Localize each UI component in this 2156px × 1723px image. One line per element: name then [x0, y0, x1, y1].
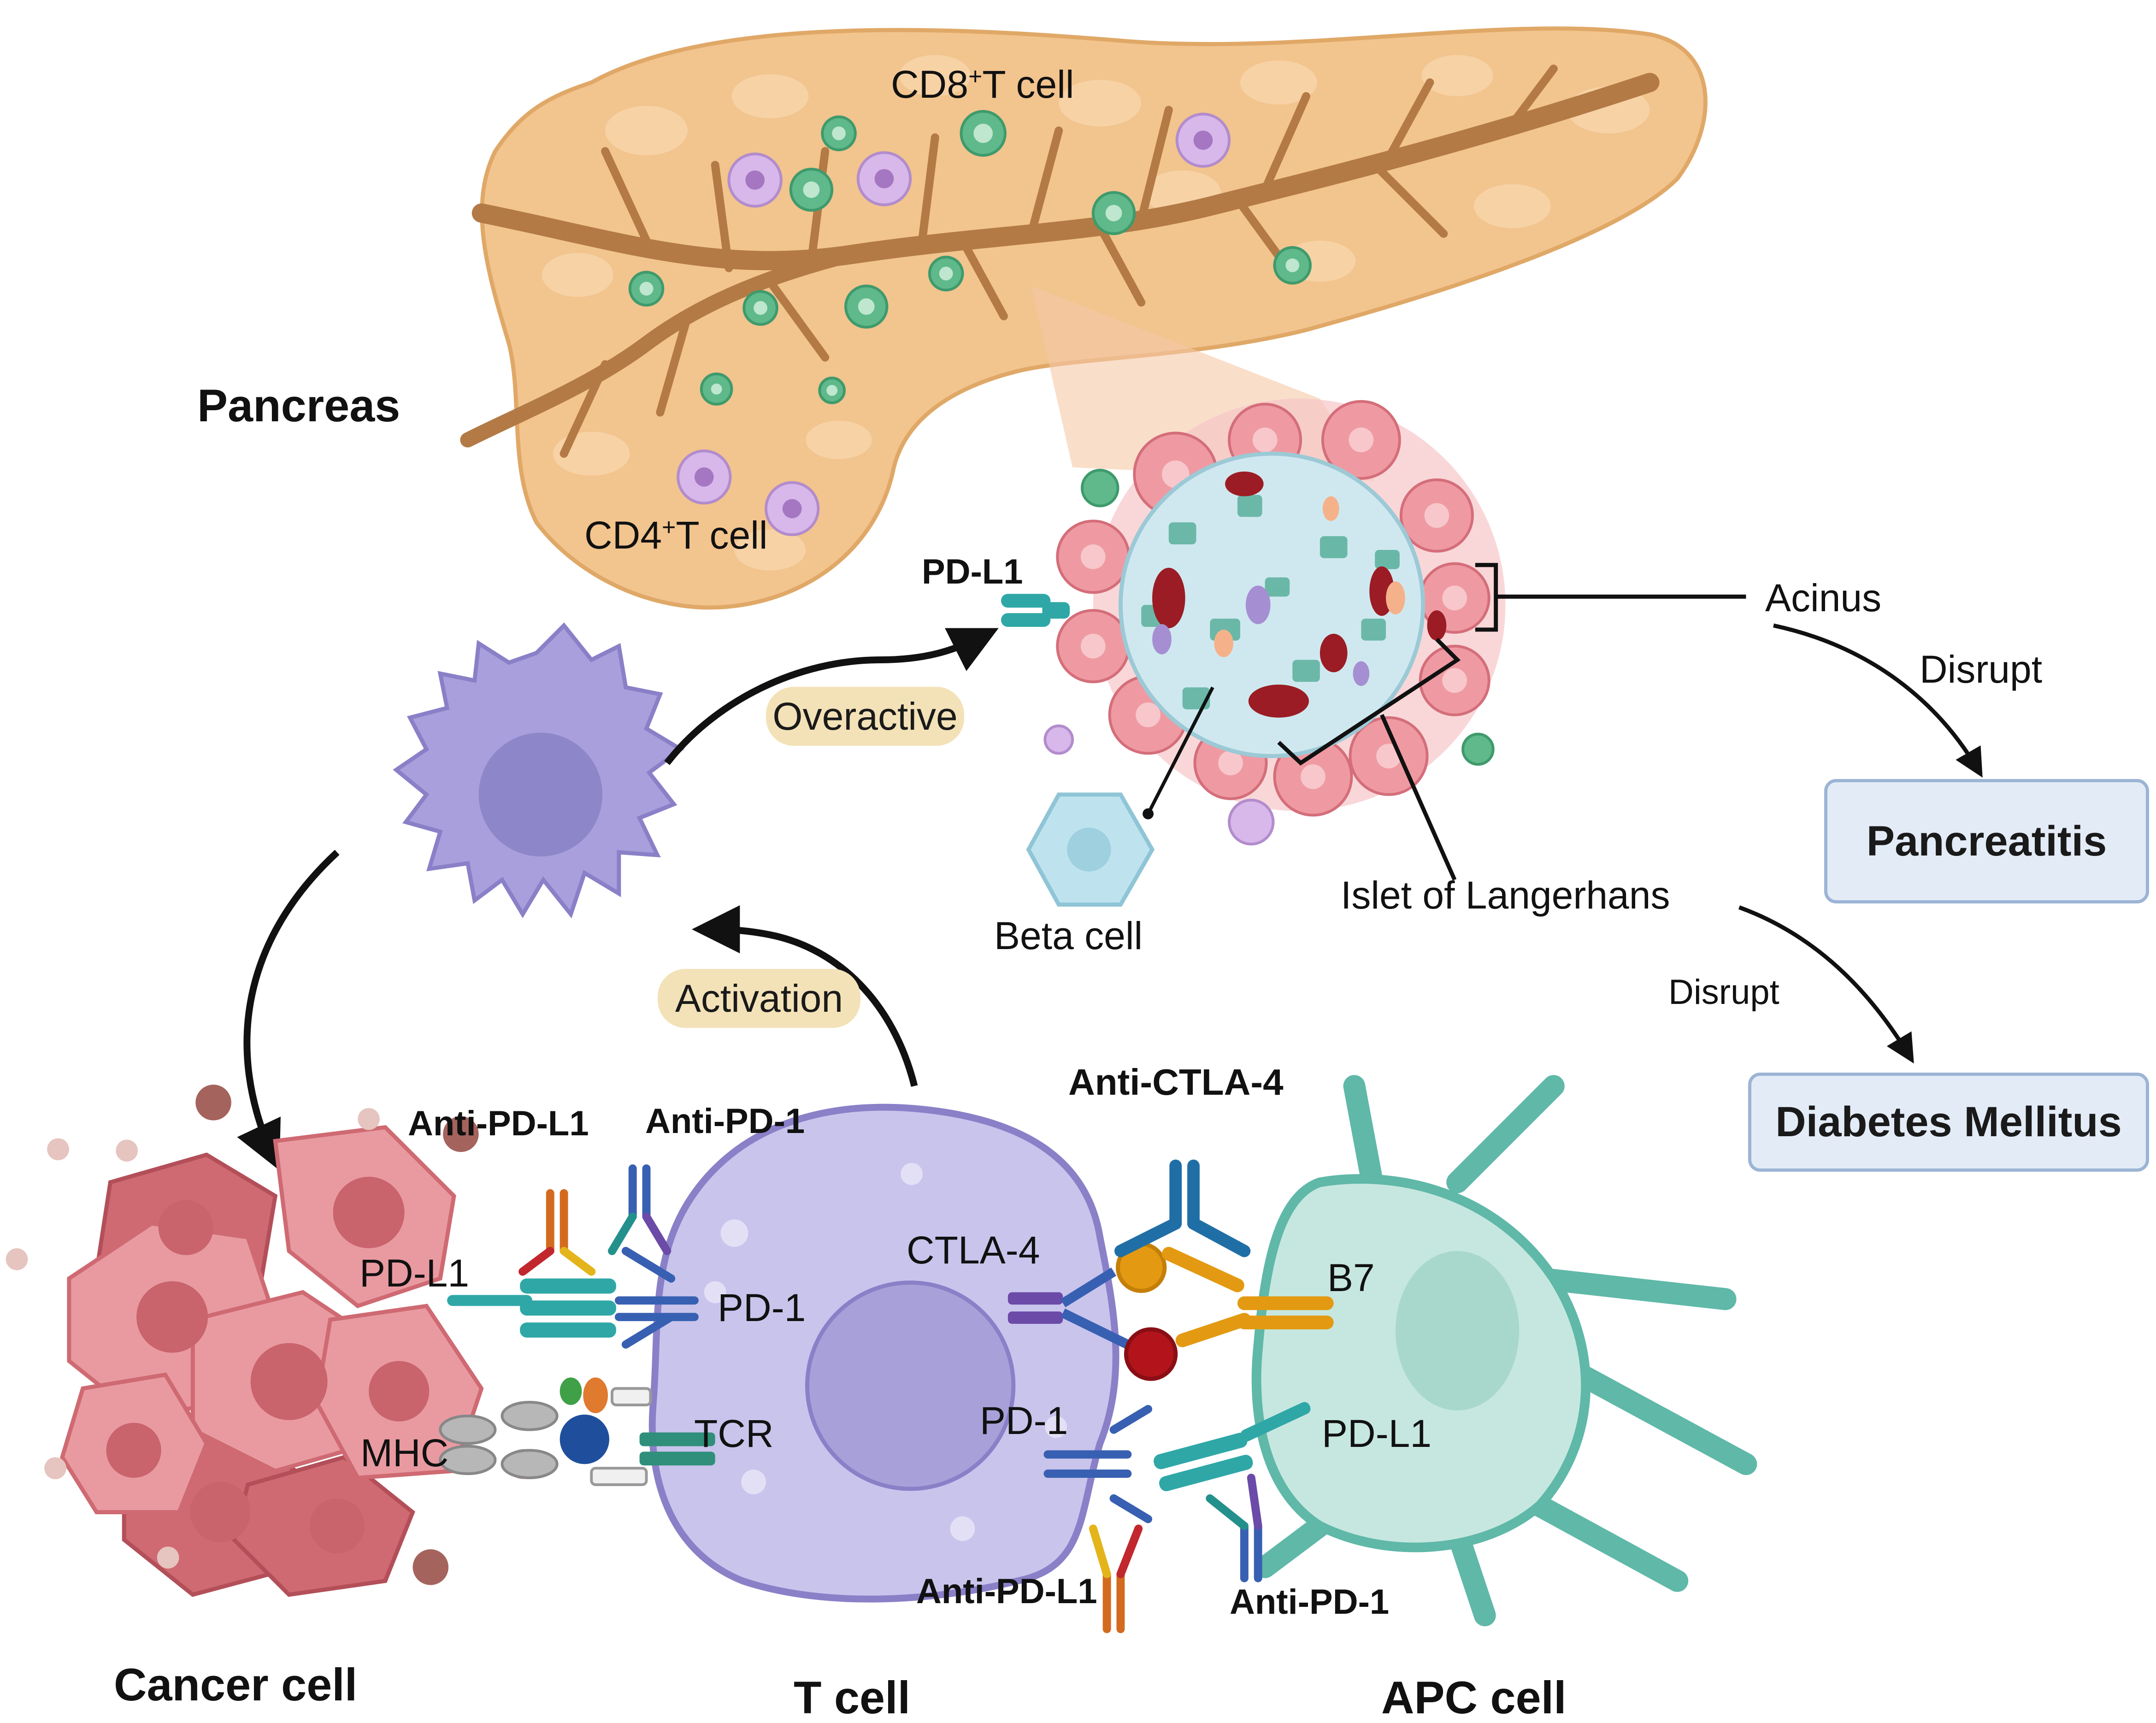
ctla4-label: CTLA-4	[907, 1228, 1040, 1272]
cd8-t-cell-label: CD8+T cell	[891, 65, 1074, 104]
b7-label: B7	[1327, 1256, 1375, 1299]
anti-pd-l1-label-b: Anti-PD-L1	[916, 1572, 1097, 1611]
beta-cell-label: Beta cell	[994, 914, 1143, 957]
activation-pill: Activation	[658, 969, 860, 1028]
cd8-sup: +	[968, 63, 983, 90]
cd4-sup: +	[662, 514, 676, 541]
cd8-t-cells	[628, 110, 1312, 406]
pd-1-right-label: PD-1	[980, 1399, 1068, 1442]
overactive-arrow	[664, 628, 999, 765]
pd-l1-cancer-receptor	[447, 1278, 616, 1338]
anti-pd-1-label-b: Anti-PD-1	[1230, 1582, 1390, 1622]
acinus-pointer	[1475, 563, 1746, 632]
anti-pd-1-antibody-a	[608, 1164, 672, 1255]
cd4-t-cell-label: CD4+T cell	[584, 515, 768, 555]
beta-cell	[1026, 686, 1214, 907]
cd8-suffix: T cell	[982, 63, 1074, 106]
anti-pd-1-antibody-b	[1206, 1474, 1262, 1582]
apc-cell	[1251, 1075, 1757, 1627]
t-cell	[648, 1103, 1119, 1603]
pd-l1-cancer-label: PD-L1	[359, 1251, 470, 1295]
pancreatitis-box: Pancreatitis	[1824, 779, 2149, 903]
islet-label: Islet of Langerhans	[1341, 873, 1670, 917]
cd4-suffix: T cell	[676, 513, 768, 557]
acinus-label: Acinus	[1765, 576, 1882, 620]
islet-pointer	[1277, 637, 1461, 881]
diabetes-box: Diabetes Mellitus	[1748, 1073, 2149, 1172]
disrupt-label-2: Disrupt	[1668, 973, 1779, 1012]
pd-1-tcell-label: PD-1	[718, 1286, 806, 1329]
mhc-tcr-complex	[439, 1377, 715, 1486]
anti-ctla4-antibody	[1114, 1159, 1251, 1257]
disrupt-arrow-2	[1738, 905, 1914, 1064]
anti-pd-l1-antibody-b	[1089, 1524, 1143, 1634]
cancer-cell-label: Cancer cell	[114, 1659, 358, 1710]
cd4-prefix: CD4	[584, 513, 662, 557]
apc-cell-label: APC cell	[1381, 1672, 1567, 1723]
pancreas-label: Pancreas	[197, 380, 401, 431]
activation-arrow	[691, 905, 918, 1087]
cd4-t-cells	[677, 112, 1231, 537]
pd-1-receptor-left	[614, 1247, 699, 1349]
anti-pd-l1-antibody-a	[518, 1189, 596, 1276]
dc-to-cancer-arrow	[237, 850, 340, 1171]
pd-l1-islet-receptor	[1001, 594, 1070, 627]
anti-ctla4-label: Anti-CTLA-4	[1068, 1062, 1284, 1103]
ctla4-b7-complex	[1007, 1242, 1334, 1381]
disrupt-label-1: Disrupt	[1920, 648, 2043, 691]
anti-pd-1-label-a: Anti-PD-1	[645, 1102, 805, 1141]
cancer-cell-cluster	[6, 1085, 538, 1597]
overactive-pill: Overactive	[766, 687, 964, 746]
cd8-prefix: CD8	[891, 63, 969, 106]
pd-l1-islet-label: PD-L1	[922, 552, 1023, 591]
disrupt-arrow-1	[1773, 623, 1983, 778]
tcr-label: TCR	[694, 1412, 774, 1455]
mhc-label: MHC	[360, 1431, 449, 1475]
pd-1-pd-l1-right	[1043, 1402, 1311, 1523]
pd-l1-apc-label: PD-L1	[1322, 1412, 1432, 1455]
anti-pd-l1-label-a: Anti-PD-L1	[408, 1104, 589, 1143]
t-cell-label: T cell	[794, 1672, 911, 1723]
dendritic-cell	[393, 622, 685, 919]
